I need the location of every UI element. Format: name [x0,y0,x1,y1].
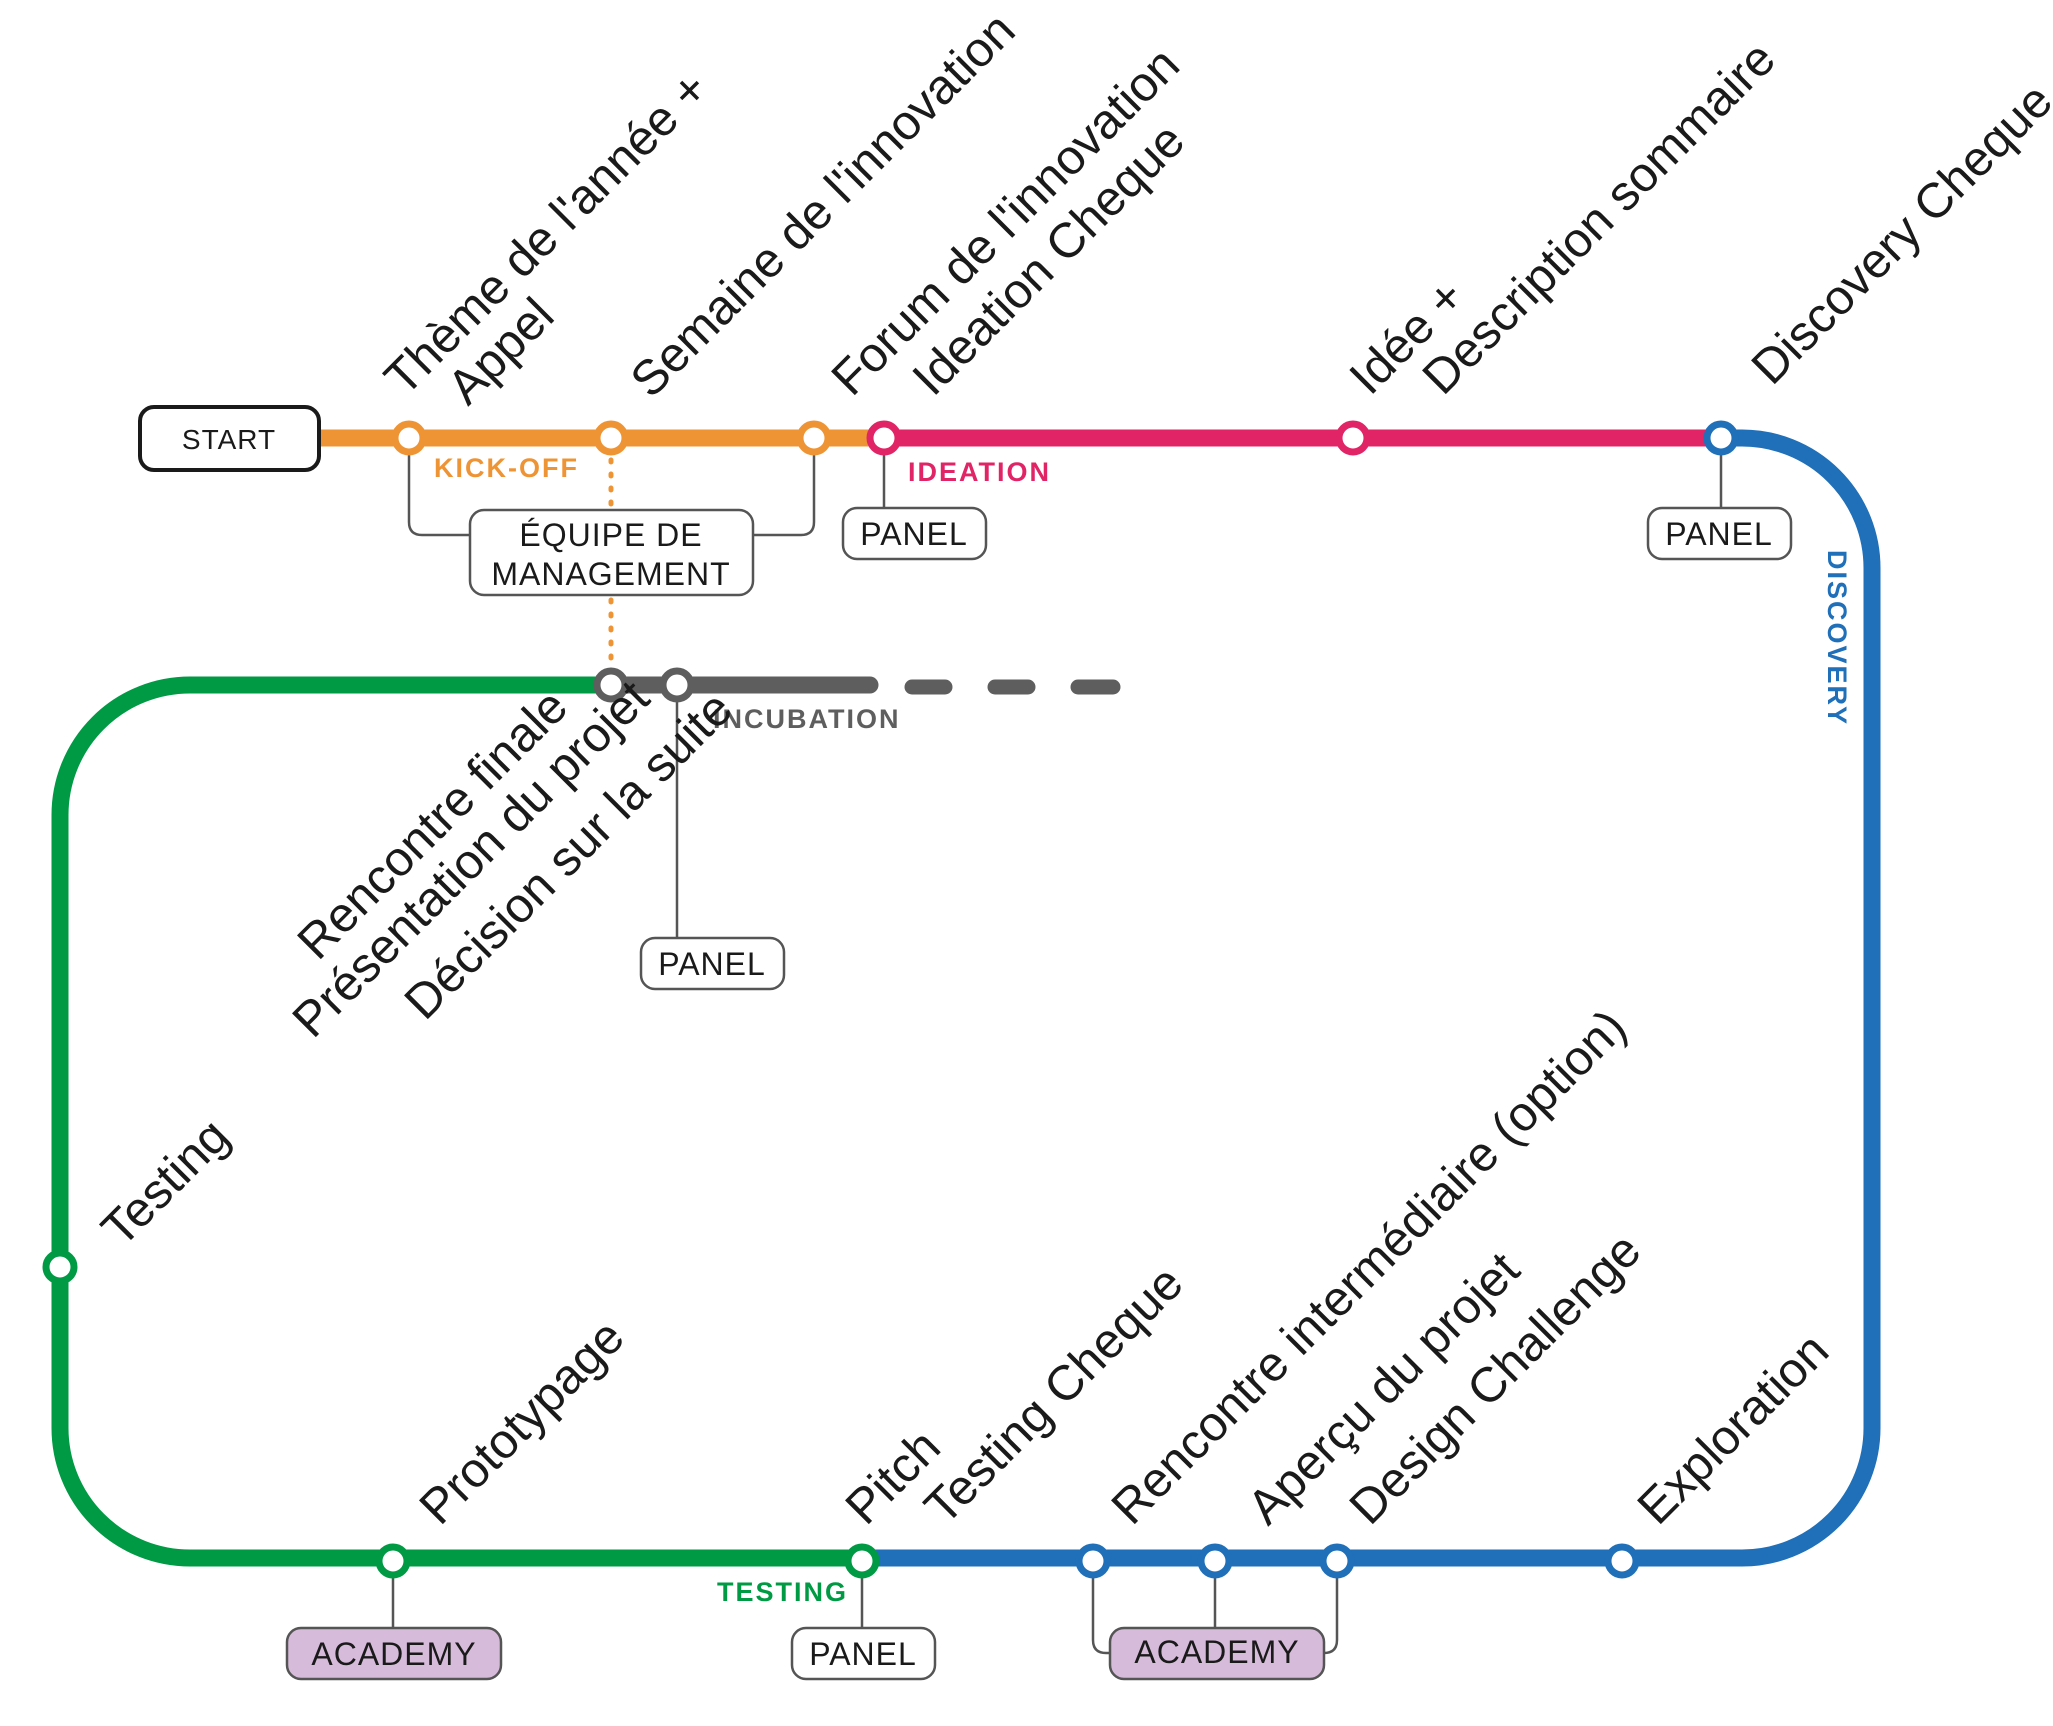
station-incubation[interactable] [659,667,695,703]
label-prototypage: Prototypage [410,1310,635,1535]
panel-box-discovery[interactable]: PANEL [1646,506,1793,561]
management-connector-right [753,455,816,537]
station-ideation-start[interactable] [866,420,902,456]
label-testing: Testing [92,1109,240,1257]
panel-box-ideation[interactable]: PANEL [841,506,988,561]
start-box[interactable]: START [138,405,321,472]
management-label-line1: ÉQUIPE DE [519,517,702,553]
station-forum[interactable] [796,420,832,456]
management-connector-left [407,455,470,537]
panel-testing-label: PANEL [809,1636,917,1672]
station-theme[interactable] [391,420,427,456]
academy-box-discovery[interactable]: ACADEMY [1108,1626,1326,1681]
station-discovery-a[interactable] [1075,1543,1111,1579]
label-forum-line1: Forum de l'innovation [822,37,1190,405]
panel-discovery-label: PANEL [1665,516,1773,552]
station-testing[interactable] [42,1249,78,1285]
station-discovery-c[interactable] [1319,1543,1355,1579]
label-rencontre-inter-line1: Rencontre intermédiaire (option) [1102,1000,1637,1535]
station-semaine[interactable] [593,420,629,456]
phase-label-incubation: INCUBATION [713,704,900,734]
management-box[interactable]: ÉQUIPE DE MANAGEMENT [468,508,755,597]
station-pitch[interactable] [844,1543,880,1579]
station-discovery-cheque[interactable] [1703,420,1739,456]
label-discovery-cheque: Discovery Cheque [1742,73,2053,394]
station-discovery-b[interactable] [1197,1543,1233,1579]
start-label: START [182,424,276,455]
phase-label-ideation: IDEATION [908,457,1051,487]
label-idee-line2: Description sommaire [1413,32,1786,405]
academy-discovery-label: ACADEMY [1134,1634,1299,1670]
academy-box-testing[interactable]: ACADEMY [285,1626,503,1681]
label-exploration: Exploration [1628,1323,1840,1535]
phase-label-testing: TESTING [717,1577,848,1607]
panel-incubation-label: PANEL [658,946,766,982]
panel-box-testing[interactable]: PANEL [790,1626,937,1681]
academy-discovery-connector-left [1091,1575,1110,1655]
station-idee[interactable] [1335,420,1371,456]
panel-box-incubation[interactable]: PANEL [639,936,786,991]
station-exploration[interactable] [1604,1543,1640,1579]
management-label-line2: MANAGEMENT [491,556,730,592]
panel-ideation-label: PANEL [860,516,968,552]
testing-line [51,676,860,1567]
academy-testing-label: ACADEMY [311,1636,476,1672]
phase-label-discovery: DISCOVERY [1822,550,1852,726]
station-prototypage[interactable] [375,1543,411,1579]
station-rencontre-finale[interactable] [593,667,629,703]
discovery-line [860,429,1881,1567]
phase-label-kickoff: KICK-OFF [434,453,579,483]
